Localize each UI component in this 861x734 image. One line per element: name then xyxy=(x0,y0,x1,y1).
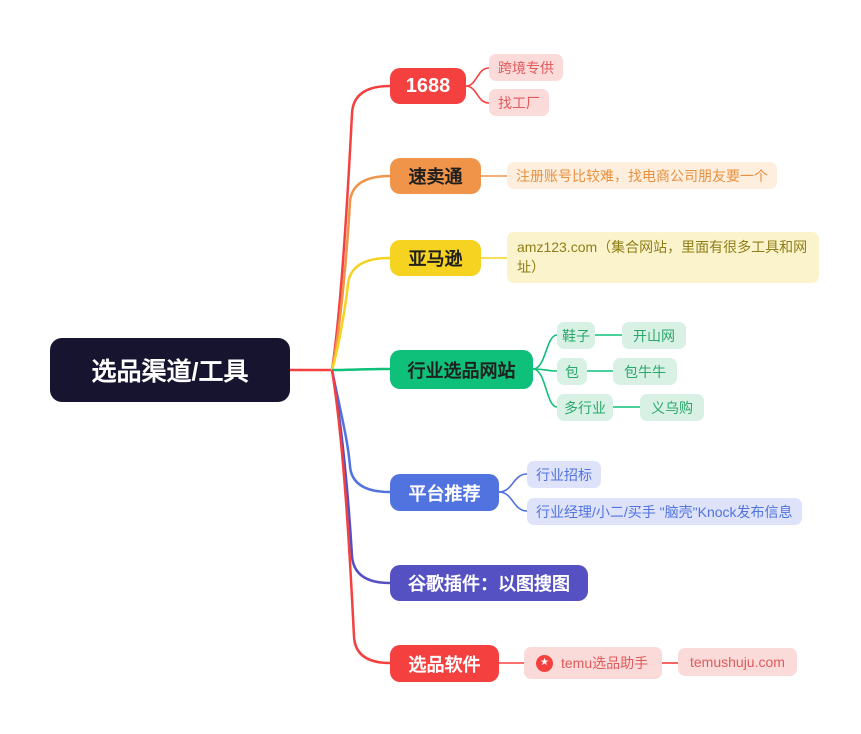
child-label: 包 xyxy=(565,363,579,380)
child-industry-manager-note[interactable]: 行业经理/小二/买手 "脑壳"Knock发布信息 xyxy=(527,498,802,525)
connector-branch-amazon xyxy=(330,256,391,371)
child-label: 鞋子 xyxy=(562,327,590,344)
leaf-site-yiwugou[interactable]: 义乌购 xyxy=(640,394,704,421)
branch-aliexpress-label: 速卖通 xyxy=(408,167,463,187)
child-label: amz123.com（集合网站，里面有很多工具和网址） xyxy=(517,239,808,276)
child-label: 找工厂 xyxy=(498,94,540,111)
connector-industry-multi xyxy=(532,368,558,408)
child-label: 注册账号比较难，找电商公司朋友要一个 xyxy=(516,167,768,184)
child-category-shoes[interactable]: 鞋子 xyxy=(557,322,595,349)
child-label: 多行业 xyxy=(564,399,606,416)
child-label: 跨境专供 xyxy=(498,59,554,76)
branch-google-plugin[interactable]: 谷歌插件：以图搜图 xyxy=(390,565,588,601)
leaf-label: 开山网 xyxy=(633,327,675,344)
child-label: 行业招标 xyxy=(536,466,592,483)
connector-1688-factory xyxy=(465,85,490,104)
child-temu-assistant[interactable]: ★ temu选品助手 xyxy=(524,647,662,679)
branch-software-label: 选品软件 xyxy=(408,654,481,675)
connector-1688-crossborder xyxy=(465,67,490,87)
star-glyph: ★ xyxy=(540,657,549,668)
branch-1688[interactable]: 1688 xyxy=(390,68,466,104)
connector-branch-industry-sites xyxy=(331,367,391,372)
branch-google-plugin-label: 谷歌插件：以图搜图 xyxy=(408,574,570,594)
child-aliexpress-note[interactable]: 注册账号比较难，找电商公司朋友要一个 xyxy=(507,162,777,189)
branch-amazon[interactable]: 亚马逊 xyxy=(390,240,481,276)
connector-branch-1688 xyxy=(330,84,391,371)
child-label: 行业经理/小二/买手 "脑壳"Knock发布信息 xyxy=(536,503,793,520)
leaf-site-baoniuniu[interactable]: 包牛牛 xyxy=(613,358,677,385)
leaf-label: temushuju.com xyxy=(690,654,785,670)
leaf-site-kaishanwang[interactable]: 开山网 xyxy=(622,322,686,349)
branch-platform-recs-label: 平台推荐 xyxy=(408,483,481,504)
branch-1688-label: 1688 xyxy=(405,74,451,97)
child-cross-border-supply[interactable]: 跨境专供 xyxy=(489,54,563,81)
branch-industry-sites-label: 行业选品网站 xyxy=(407,360,516,381)
connector-branch-google-plugin xyxy=(330,369,391,585)
child-label: temu选品助手 xyxy=(561,655,649,671)
branch-software[interactable]: 选品软件 xyxy=(390,645,499,682)
branch-platform-recs[interactable]: 平台推荐 xyxy=(390,474,499,511)
connector-industry-shoes xyxy=(532,334,558,370)
connector-branch-software xyxy=(330,369,391,665)
leaf-label: 包牛牛 xyxy=(624,363,666,380)
connector-platform-bidding xyxy=(498,473,528,493)
connector-branch-platform-recs xyxy=(330,369,391,494)
branch-industry-sites[interactable]: 行业选品网站 xyxy=(390,350,533,389)
star-icon: ★ xyxy=(536,654,553,672)
leaf-site-temushuju[interactable]: temushuju.com xyxy=(678,648,797,676)
connector-platform-manager xyxy=(498,491,528,512)
root-node[interactable]: 选品渠道/工具 xyxy=(50,338,290,402)
child-category-multi-industry[interactable]: 多行业 xyxy=(557,394,613,421)
child-category-bags[interactable]: 包 xyxy=(557,358,587,385)
connector-branch-aliexpress xyxy=(330,174,391,371)
root-node-label: 选品渠道/工具 xyxy=(91,358,249,386)
child-amazon-note[interactable]: amz123.com（集合网站，里面有很多工具和网址） xyxy=(507,232,819,283)
branch-aliexpress[interactable]: 速卖通 xyxy=(390,158,481,194)
child-find-factory[interactable]: 找工厂 xyxy=(489,89,549,116)
child-industry-bidding[interactable]: 行业招标 xyxy=(527,461,601,488)
branch-amazon-label: 亚马逊 xyxy=(408,249,463,269)
leaf-label: 义乌购 xyxy=(651,399,693,416)
